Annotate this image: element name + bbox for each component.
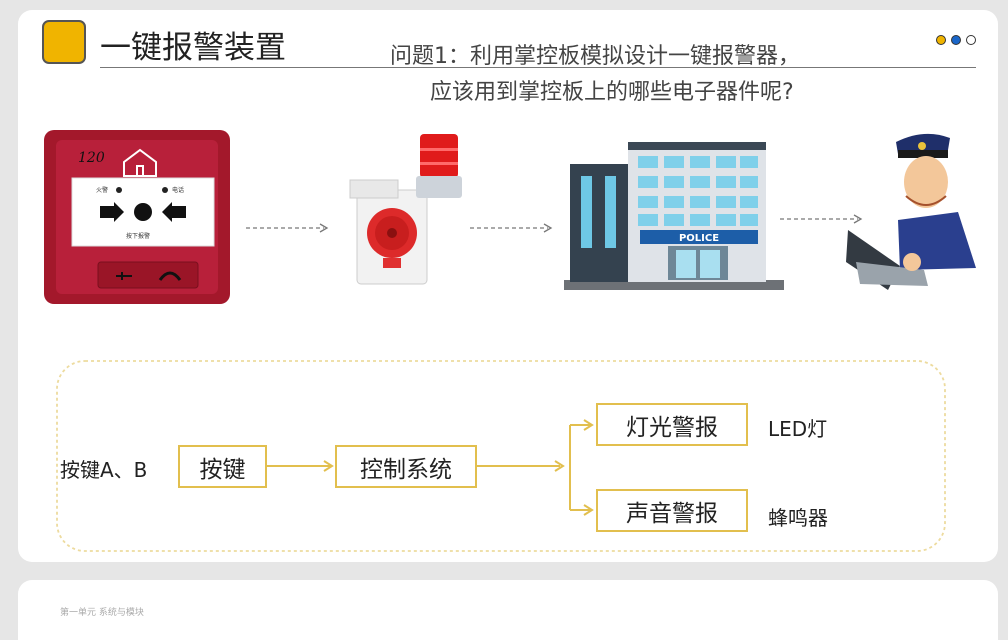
police-sign-text: POLICE [679,233,719,244]
press-button-dot [134,203,152,221]
nav-dot-2[interactable] [951,35,961,45]
press-label: 按下报警 [126,232,150,240]
police-officer-image [846,133,976,290]
title-underline [100,67,976,68]
next-slide-footer: 第一单元 系统与模块 [60,608,144,618]
led-label: LED灯 [768,417,828,441]
sound-alarm-box: 声音警报 [596,489,748,532]
house-fire-icon [123,148,157,177]
flow-arrowheads [323,419,594,516]
alarm-handwriting: 120 [78,150,105,166]
dashed-arrows [246,218,858,229]
police-station-image: POLICE [564,142,784,290]
slide-nav-dots[interactable] [936,35,976,45]
button-box: 按键 [178,445,267,488]
arrow-right-icon [100,202,124,222]
flow-arrows [267,424,590,511]
slide-title: 一键报警装置 [100,30,286,66]
fire-label: 火警 [96,186,108,194]
title-marker [42,20,86,64]
flow-dashed-frame [56,360,946,552]
nav-dot-1[interactable] [936,35,946,45]
input-label: 按键A、B [60,458,148,482]
key-icon [116,272,132,280]
control-system-box: 控制系统 [335,445,477,488]
dashed-arrowheads [319,214,863,233]
light-alarm-box: 灯光警报 [596,403,748,446]
phone-icon [158,271,182,281]
question-line-1: 问题1：利用掌控板模拟设计一键报警器， [390,44,800,69]
buzzer-label: 蜂鸣器 [768,506,828,530]
badge-icon [918,142,926,150]
phone-label: 电话 [172,186,184,194]
nav-dot-3[interactable] [966,35,976,45]
question-line-2: 应该用到掌控板上的哪些电子器件呢? [430,80,794,105]
arrow-left-icon [162,202,186,222]
next-slide-preview[interactable] [18,580,998,640]
alarm-bell-image [349,134,462,285]
fire-alarm-button-image: 120 火警 电话 按下报警 [44,130,230,304]
